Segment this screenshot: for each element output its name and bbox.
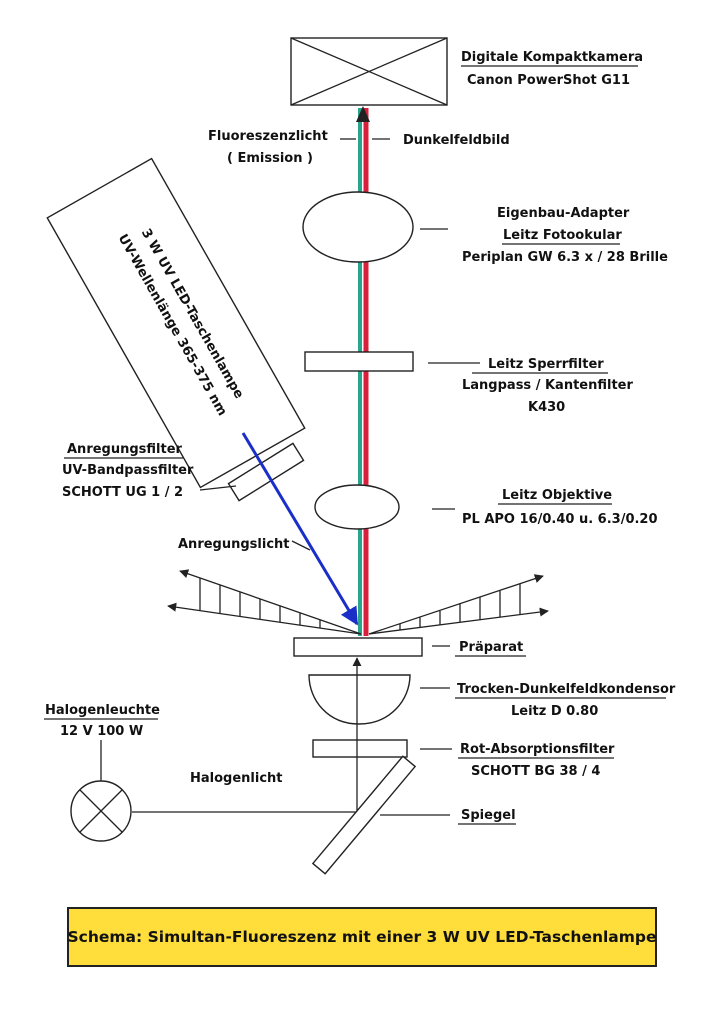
beam-up-arrow xyxy=(356,106,370,122)
uv-led-flashlight: 3 W UV LED-Taschenlampe UV-Wellenlänge 3… xyxy=(46,157,306,489)
excitation-filter-label-3: SCHOTT UG 1 / 2 xyxy=(62,485,183,500)
objective-label-2: PL APO 16/0.40 u. 6.3/0.20 xyxy=(462,512,658,527)
scatter-fan-right xyxy=(368,574,549,635)
excitation-beam xyxy=(241,432,359,626)
camera-model-label: Canon PowerShot G11 xyxy=(467,73,630,88)
fluorescence-light-label: Fluoreszenzlicht xyxy=(208,129,328,144)
adapter-label-3: Periplan GW 6.3 x / 28 Brille xyxy=(462,250,668,265)
specimen-label: Präparat xyxy=(459,640,523,655)
excitation-light-label: Anregungslicht xyxy=(178,537,290,552)
objective-lens xyxy=(314,484,400,530)
excitation-filter-label-2: UV-Bandpassfilter xyxy=(62,463,194,478)
halogen-lamp xyxy=(70,740,132,842)
halogen-label-2: 12 V 100 W xyxy=(60,724,143,739)
specimen-slide xyxy=(293,637,423,657)
adapter-lens xyxy=(302,191,414,263)
emission-label: ( Emission ) xyxy=(227,151,313,166)
leader-lines xyxy=(199,138,480,816)
barrier-filter xyxy=(304,351,414,372)
red-filter-label-2: SCHOTT BG 38 / 4 xyxy=(471,764,600,779)
halogen-label-1: Halogenleuchte xyxy=(45,703,160,718)
darkfield-image-label: Dunkelfeldbild xyxy=(403,133,510,148)
red-absorption-filter xyxy=(312,739,408,758)
adapter-label-1: Eigenbau-Adapter xyxy=(497,206,630,221)
condenser-label-1: Trocken-Dunkelfeldkondensor xyxy=(457,682,676,697)
halogen-light-label: Halogenlicht xyxy=(190,771,283,786)
adapter-label-2: Leitz Fotookular xyxy=(503,228,622,243)
barrier-filter-label-3: K430 xyxy=(528,400,565,415)
mirror xyxy=(311,755,417,875)
red-filter-label-1: Rot-Absorptionsfilter xyxy=(460,742,615,757)
camera-title-label: Digitale Kompaktkamera xyxy=(461,50,643,65)
caption-box: Schema: Simultan-Fluoreszenz mit einer 3… xyxy=(67,907,657,967)
barrier-filter-label-2: Langpass / Kantenfilter xyxy=(462,378,633,393)
mirror-label: Spiegel xyxy=(461,808,516,823)
condenser-label-2: Leitz D 0.80 xyxy=(511,704,598,719)
scatter-fan-left xyxy=(167,569,362,635)
barrier-filter-label-1: Leitz Sperrfilter xyxy=(488,357,604,372)
camera xyxy=(290,37,448,106)
objective-label-1: Leitz Objektive xyxy=(502,488,612,503)
excitation-filter-label-1: Anregungsfilter xyxy=(67,442,183,457)
darkfield-condenser xyxy=(308,674,411,725)
